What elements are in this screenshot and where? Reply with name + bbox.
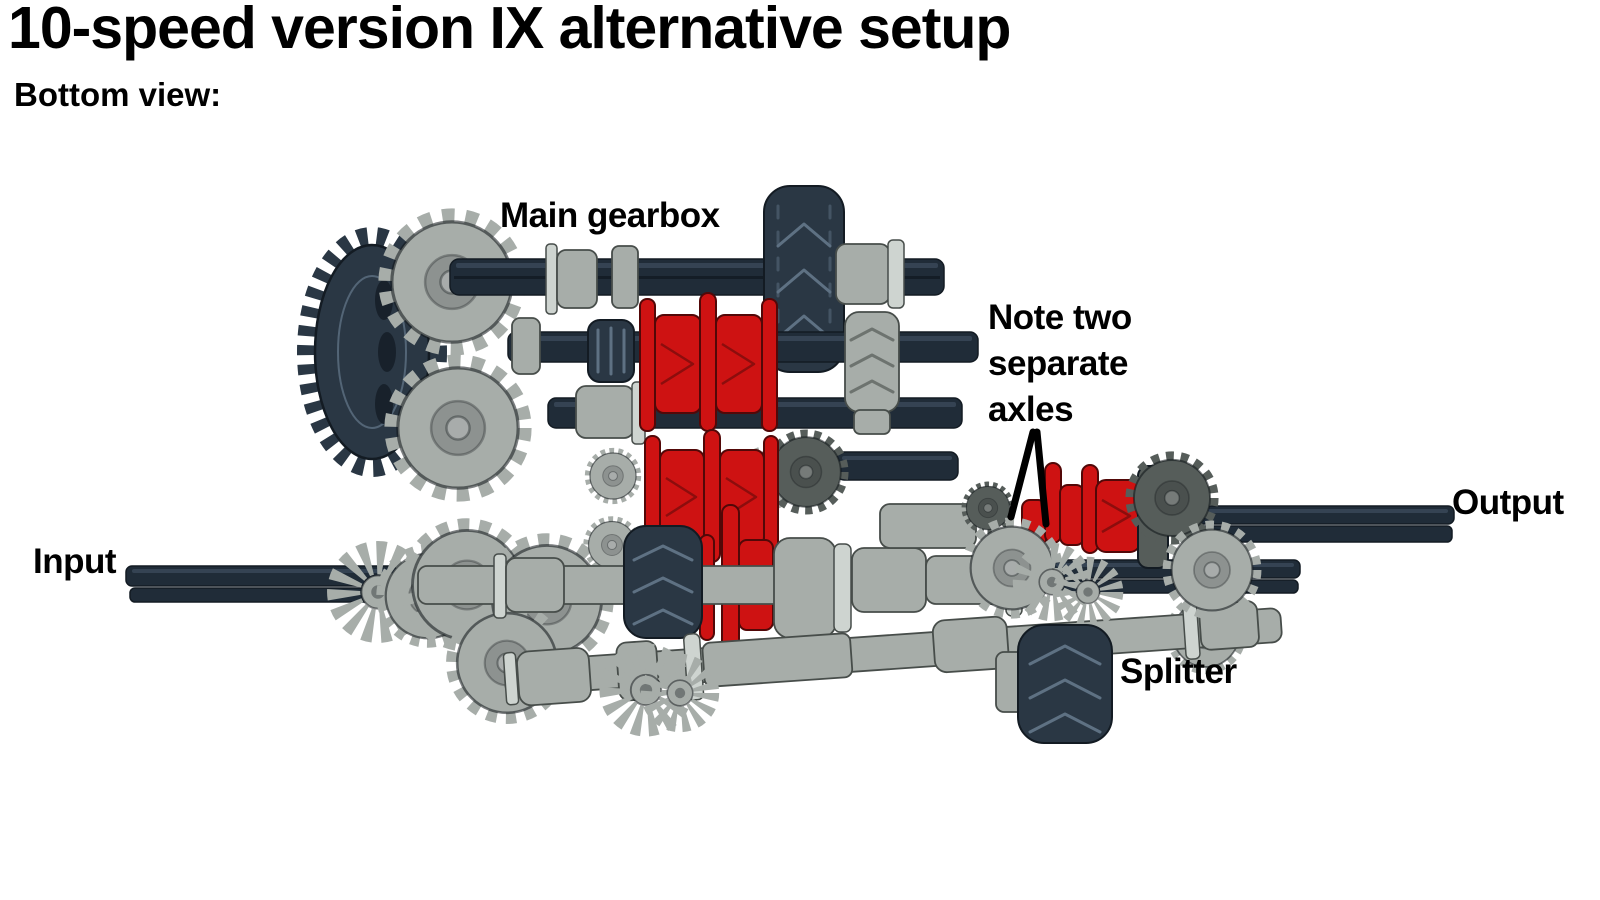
dark-pinion-gear [587, 319, 635, 383]
bushing [511, 317, 541, 375]
page-title: 10-speed version IX alternative setup [8, 0, 1011, 61]
label-splitter: Splitter [1120, 652, 1237, 691]
note-line-1: Note two [988, 298, 1132, 337]
label-main-gearbox: Main gearbox [500, 196, 720, 235]
red-pulley-stack-top [639, 292, 778, 432]
bushing-flange [545, 243, 558, 315]
view-label: Bottom view: [14, 76, 222, 113]
note-line-2: separate [988, 343, 1128, 383]
upper-center-axle [879, 485, 1011, 549]
collar [611, 245, 639, 309]
pointer-right [1033, 428, 1050, 528]
knob-wheel-middle [623, 525, 703, 639]
spur-gear [588, 451, 638, 501]
pointer-left [1007, 428, 1037, 521]
bottom-bevel-pair [615, 659, 707, 722]
herringbone-clutch [844, 311, 900, 435]
label-note-two-separate-axles: Note two separate axles [988, 295, 1132, 433]
coupling [575, 385, 635, 439]
label-output: Output [1452, 483, 1564, 522]
label-input: Input [33, 542, 117, 581]
bushing [556, 249, 598, 309]
note-line-3: axles [988, 389, 1074, 429]
splitter-knob-wheel [995, 624, 1113, 744]
top-axle-coupling [835, 239, 905, 309]
spur-gear [393, 363, 524, 494]
fourth-axle [835, 451, 959, 481]
pointer-lines [1007, 428, 1050, 528]
